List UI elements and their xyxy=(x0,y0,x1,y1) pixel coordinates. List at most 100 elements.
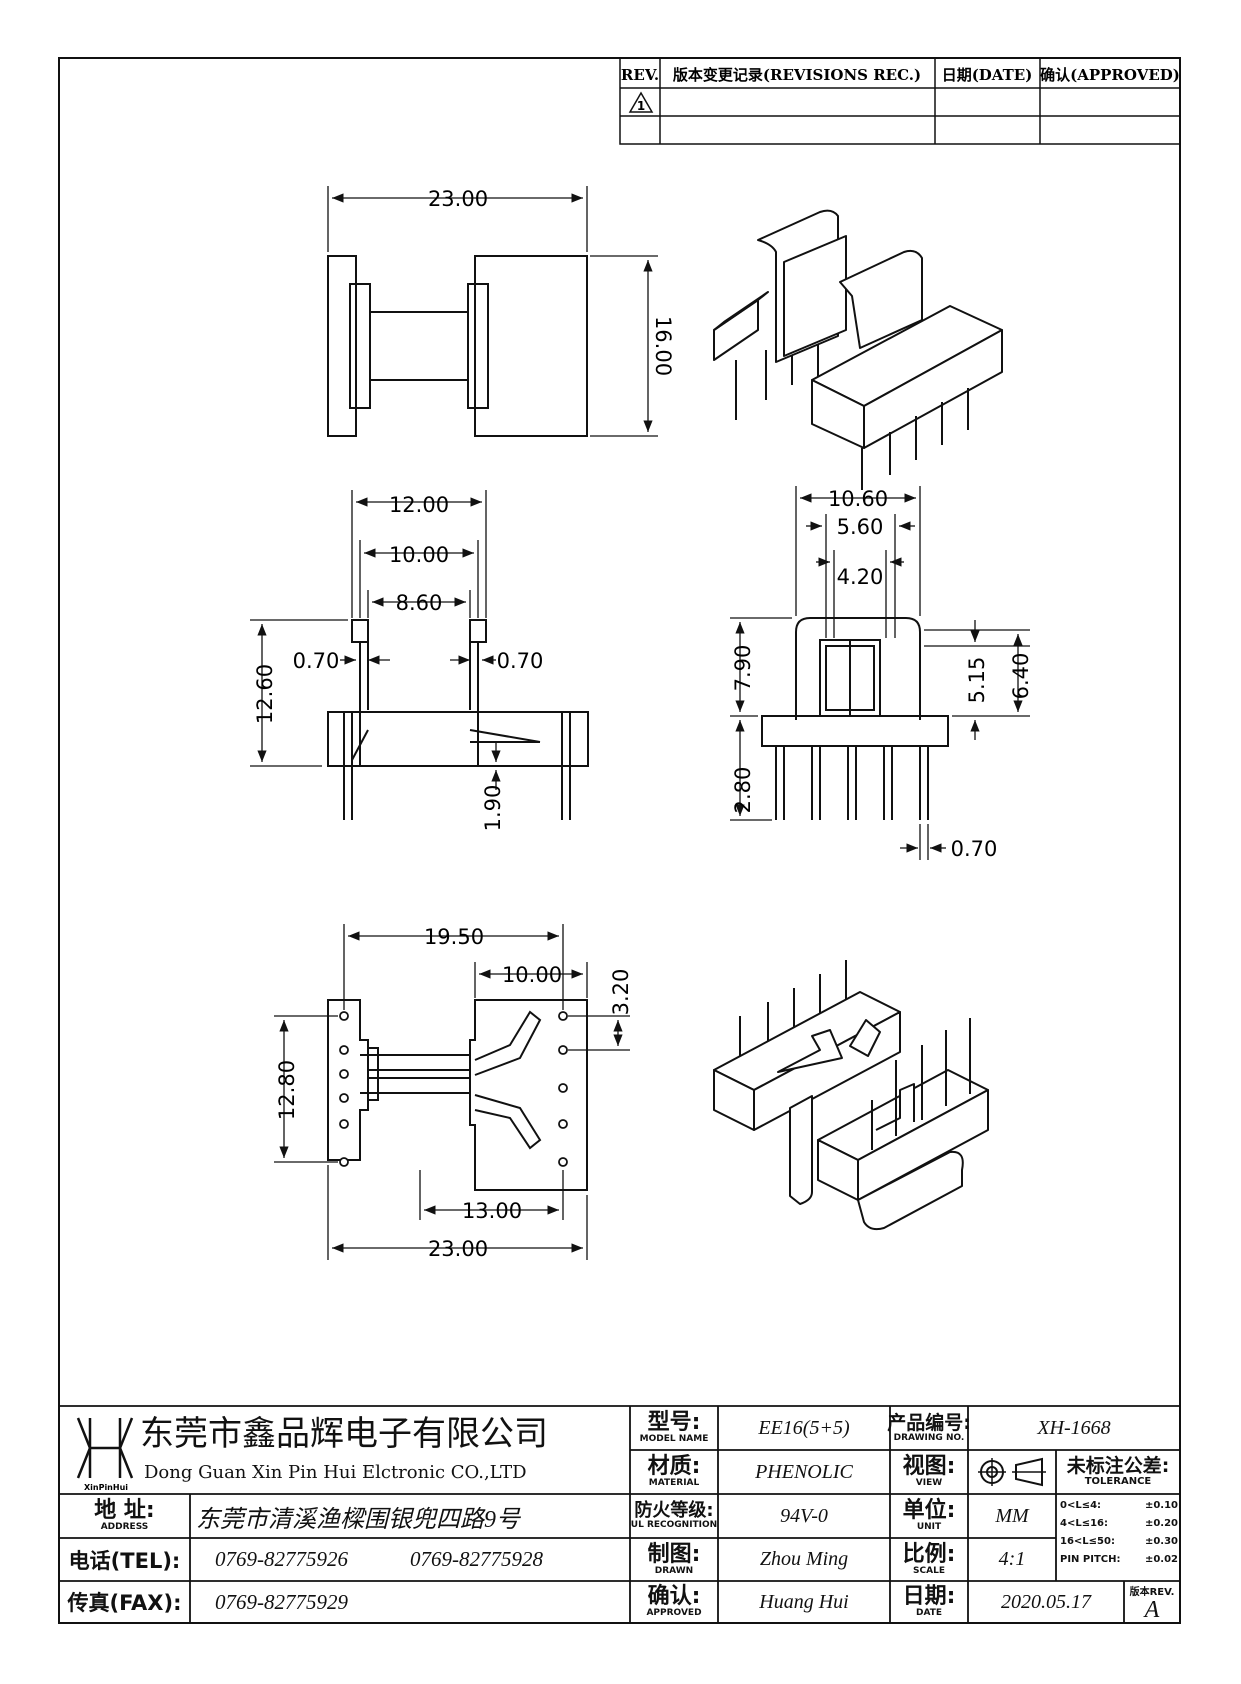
dim-front-860: 8.60 xyxy=(396,591,443,615)
tolerance-label: 未标注公差: xyxy=(1066,1455,1170,1477)
dim-front-070-left: 0.70 xyxy=(293,649,340,673)
drawing-no-sub: DRAWING NO. xyxy=(893,1432,965,1443)
dim-bottom-2300: 23.00 xyxy=(428,1237,488,1261)
title-block-grid xyxy=(59,1405,1180,1623)
approved-label: 确认: xyxy=(647,1584,701,1609)
address-sub: ADDRESS xyxy=(100,1522,149,1532)
dim-bottom-1000: 10.00 xyxy=(502,963,562,987)
dim-side-640: 6.40 xyxy=(1009,653,1033,700)
side-view-dims xyxy=(730,486,1030,860)
view-label: 视图: xyxy=(902,1454,956,1479)
drawing-no-value: XH-1668 xyxy=(1037,1416,1111,1439)
tel-label: 电话(TEL): xyxy=(68,1548,181,1573)
approved-sub: APPROVED xyxy=(646,1608,702,1618)
top-view xyxy=(327,255,588,437)
drawn-label: 制图: xyxy=(647,1541,701,1567)
scale-label-cell: 比例:SCALE xyxy=(890,1538,968,1581)
side-view xyxy=(761,617,949,820)
company-name-cn: 东莞市鑫品辉电子有限公司 xyxy=(140,1413,548,1454)
dim-front-070-right: 0.70 xyxy=(497,649,544,673)
tel-value-1: 0769-82775926 xyxy=(215,1547,348,1571)
dim-top-height: 16.00 xyxy=(651,316,675,376)
tolerance-sub: TOLERANCE xyxy=(1084,1476,1152,1487)
model-label-cell: 型号:MODEL NAME xyxy=(630,1406,718,1450)
date-value: 2020.05.17 xyxy=(1001,1590,1091,1613)
projection-symbol-icon xyxy=(968,1450,1056,1494)
drawing-border xyxy=(58,57,1181,1624)
drawn-value: Zhou Ming xyxy=(759,1548,849,1570)
approved-header: 确认(APPROVED) xyxy=(1040,66,1180,84)
dim-side-420: 4.20 xyxy=(837,565,884,589)
dim-front-10: 10.00 xyxy=(389,543,449,567)
dim-front-1260: 12.60 xyxy=(253,664,277,724)
dim-front-12: 12.00 xyxy=(389,493,449,517)
rev-value: A xyxy=(1144,1596,1160,1623)
drawn-sub: DRAWN xyxy=(654,1565,694,1576)
address-label-cell: 地 址:ADDRESS xyxy=(59,1494,190,1538)
dim-side-070: 0.70 xyxy=(951,837,998,861)
dim-bottom-1280: 12.80 xyxy=(275,1060,299,1120)
dim-side-560: 5.60 xyxy=(837,515,884,539)
top-view-dims xyxy=(327,186,658,437)
company-logo xyxy=(76,1417,134,1479)
logo-text: XinPinHui xyxy=(84,1483,128,1492)
dim-front-190: 1.90 xyxy=(481,785,505,832)
material-label-cell: 材质:MATERIAL xyxy=(630,1450,718,1494)
dim-side-790: 7.90 xyxy=(731,645,755,692)
dim-top-width: 23.00 xyxy=(428,187,488,211)
model-label: 型号: xyxy=(647,1410,701,1435)
model-value: EE16(5+5) xyxy=(758,1416,850,1439)
iso-view-bottom xyxy=(713,960,989,1231)
model-sub: MODEL NAME xyxy=(639,1434,709,1444)
fire-sub: UL RECOGNITION xyxy=(630,1520,718,1530)
drawing-no-label-cell: 产品编号:DRAWING NO. xyxy=(887,1406,971,1450)
address-value: 东莞市清溪渔樑围银兜四路9号 xyxy=(196,1506,520,1533)
fire-label: 防火等级: xyxy=(634,1500,714,1521)
scale-sub: SCALE xyxy=(913,1565,945,1576)
material-value: PHENOLIC xyxy=(755,1460,853,1483)
approved-label-cell: 确认:APPROVED xyxy=(630,1581,718,1623)
drawing-no-label: 产品编号: xyxy=(887,1411,971,1434)
rev-header: REV. xyxy=(621,66,659,84)
unit-label: 单位: xyxy=(902,1498,956,1523)
rev-label: 版本REV. xyxy=(1129,1586,1175,1598)
fax-value: 0769-82775929 xyxy=(215,1589,348,1614)
dim-bottom-1950: 19.50 xyxy=(424,925,484,949)
date-header: 日期(DATE) xyxy=(942,66,1033,84)
material-label: 材质: xyxy=(647,1454,701,1479)
dim-side-1060: 10.60 xyxy=(828,487,888,511)
date-label: 日期: xyxy=(902,1584,956,1609)
fire-label-cell: 防火等级:UL RECOGNITION xyxy=(630,1494,718,1538)
svg-text:1: 1 xyxy=(637,99,645,113)
fax-label: 传真(FAX): xyxy=(67,1591,182,1615)
view-sub: VIEW xyxy=(915,1478,943,1488)
unit-value: MM xyxy=(995,1504,1029,1527)
company-name-en: Dong Guan Xin Pin Hui Elctronic CO.,LTD xyxy=(144,1461,527,1483)
fire-value: 94V-0 xyxy=(780,1504,828,1527)
unit-label-cell: 单位:UNIT xyxy=(890,1494,968,1538)
date-label-cell: 日期:DATE xyxy=(890,1581,968,1623)
scale-value: 4:1 xyxy=(998,1548,1026,1570)
tolerance-table: 0<L≤4:±0.10 4<L≤16:±0.20 16<L≤50:±0.30 P… xyxy=(1060,1500,1178,1572)
front-view xyxy=(327,619,589,820)
date-sub: DATE xyxy=(915,1608,943,1618)
dim-bottom-320: 3.20 xyxy=(609,969,633,1016)
tel-value-2: 0769-82775928 xyxy=(410,1547,543,1571)
dim-bottom-1300: 13.00 xyxy=(462,1199,522,1223)
bottom-view-dims xyxy=(274,924,630,1260)
tolerance-row: 4<L≤16:±0.20 xyxy=(1060,1518,1178,1529)
scale-label: 比例: xyxy=(902,1541,956,1567)
rec-header: 版本变更记录(REVISIONS REC.) xyxy=(673,66,921,84)
approved-value: Huang Hui xyxy=(759,1590,849,1613)
front-view-dims xyxy=(250,490,510,790)
tolerance-row: PIN PITCH:±0.02 xyxy=(1060,1554,1178,1565)
material-sub: MATERIAL xyxy=(648,1478,700,1488)
dim-side-280: 2.80 xyxy=(731,767,755,814)
revision-triangle-icon: 1 xyxy=(628,91,654,113)
tolerance-label-cell: 未标注公差:TOLERANCE xyxy=(1056,1450,1180,1494)
dim-side-515: 5.15 xyxy=(965,657,989,704)
revision-block xyxy=(619,57,1181,145)
unit-sub: UNIT xyxy=(916,1522,942,1532)
address-label: 地 址: xyxy=(94,1498,155,1523)
